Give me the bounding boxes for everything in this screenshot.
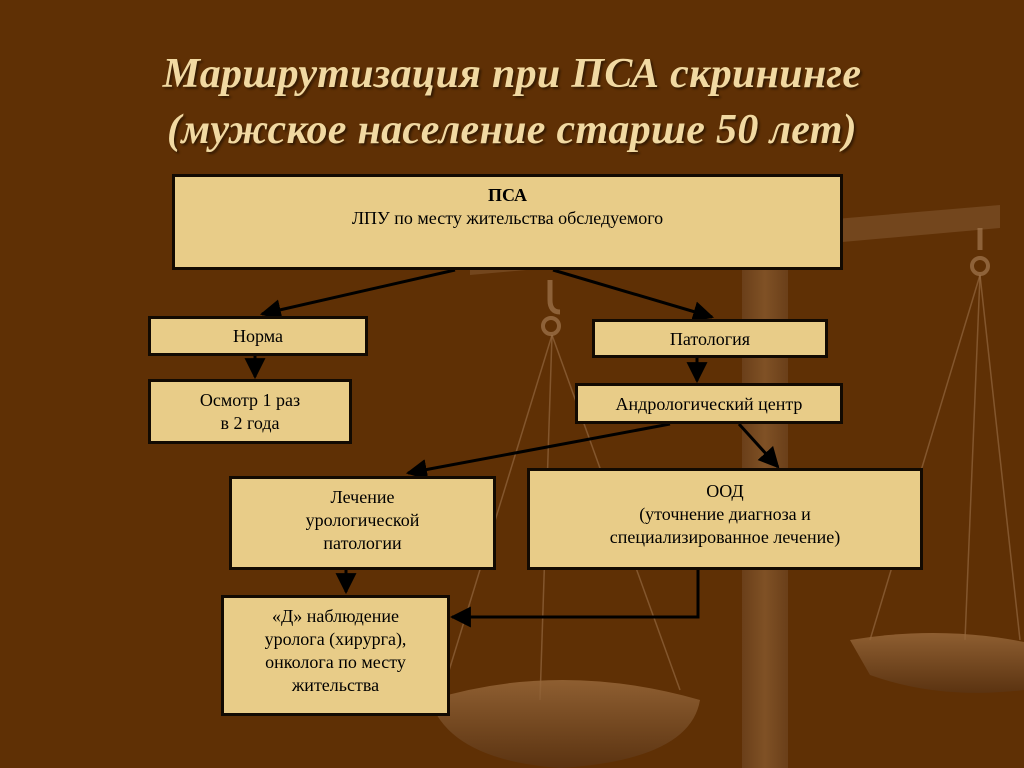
ood-box: ООД (уточнение диагноза и специализирова… [527,468,923,570]
ood-line-2: (уточнение диагноза и [639,504,811,524]
osmotr-box: Осмотр 1 раз в 2 года [148,379,352,444]
lechenie-box: Лечение урологической патологии [229,476,496,570]
norma-label: Норма [233,326,283,346]
osmotr-line-1: Осмотр 1 раз [199,390,301,410]
lechenie-line-2: урологической [305,510,420,530]
androlog-label: Андрологический центр [615,394,803,414]
nablyudenie-line-1: «Д» наблюдение [271,606,400,626]
nablyudenie-line-4: жительства [291,675,380,695]
patologiya-label: Патология [669,329,751,349]
androlog-box: Андрологический центр [575,383,843,424]
ood-line-1: ООД [706,481,744,501]
norma-box: Норма [148,316,368,356]
slide-title-line-2: (мужское население старше 50 лет) [167,107,857,153]
lechenie-line-1: Лечение [330,487,395,507]
psa-box: ПСА ЛПУ по месту жительства обследуемого [172,174,843,270]
lechenie-line-3: патологии [323,533,402,553]
psa-subtitle: ЛПУ по месту жительства обследуемого [351,208,664,228]
nablyudenie-line-3: онколога по месту [265,652,406,672]
nablyudenie-box: «Д» наблюдение уролога (хирурга), онколо… [221,595,450,716]
osmotr-line-2: в 2 года [220,413,280,433]
slide-title-line-1: Маршрутизация при ПСА скрининге [162,51,862,97]
ood-line-3: специализированное лечение) [609,527,841,547]
psa-label: ПСА [487,185,528,205]
nablyudenie-line-2: уролога (хирурга), [264,629,407,649]
patologiya-box: Патология [592,319,828,358]
